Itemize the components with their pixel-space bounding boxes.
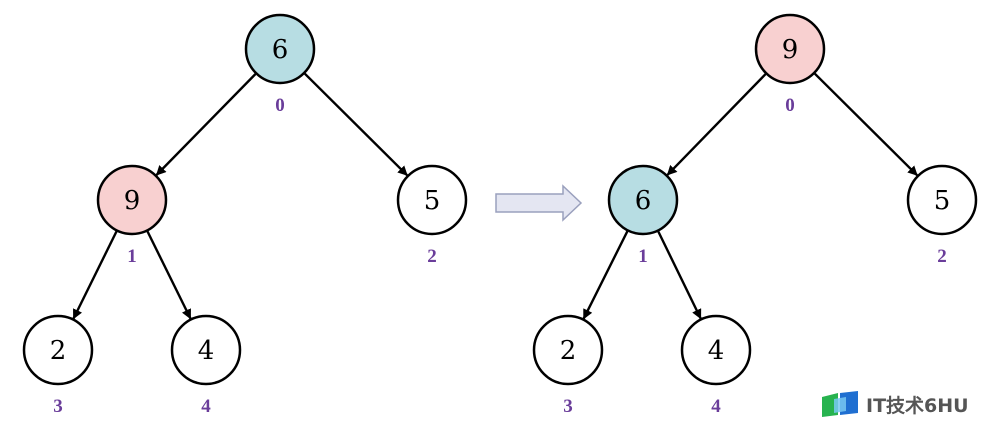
heap-node-index: 2 <box>937 246 947 267</box>
transition-arrow-icon <box>495 184 583 222</box>
tree-edge-arrow <box>72 230 118 320</box>
heap-node-index: 4 <box>711 396 721 417</box>
tree-edge-arrow <box>813 72 919 177</box>
heap-node-circle <box>532 314 604 386</box>
heap-node-value: 2 <box>560 336 577 366</box>
heap-node-value: 4 <box>198 336 215 366</box>
heap-node: 90 <box>754 13 826 116</box>
heap-node-circle <box>607 164 679 236</box>
heap-node-index: 4 <box>201 396 211 417</box>
heap-node-value: 6 <box>272 35 289 65</box>
tree-edge-arrow <box>582 230 629 320</box>
heap-node-index: 0 <box>275 95 285 116</box>
heap-node: 44 <box>170 314 242 417</box>
heap-node-index: 3 <box>53 396 63 417</box>
heap-node-value: 2 <box>50 336 67 366</box>
heap-node-circle <box>96 164 168 236</box>
heap-node-value: 9 <box>124 186 141 216</box>
heap-node-circle <box>170 314 242 386</box>
watermark: IT技术6HU <box>820 389 969 419</box>
tree-edge-arrow <box>666 73 767 176</box>
heap-node-circle <box>680 314 752 386</box>
watermark-text: IT技术6HU <box>866 394 969 417</box>
heap-node-circle <box>906 164 978 236</box>
tree-edge-arrow <box>155 73 257 176</box>
heap-node: 52 <box>906 164 978 267</box>
heap-node-circle <box>22 314 94 386</box>
heap-node-index: 1 <box>638 246 648 267</box>
heap-node: 23 <box>22 314 94 417</box>
heap-node: 61 <box>607 164 679 267</box>
heap-node-index: 1 <box>127 246 137 267</box>
blue-green-book-logo-icon <box>822 391 858 417</box>
heap-node-index: 3 <box>563 396 573 417</box>
heap-node-index: 0 <box>785 95 795 116</box>
tree-edge-arrow <box>146 230 192 320</box>
heap-node-value: 5 <box>934 186 951 216</box>
heap-node-circle <box>396 164 468 236</box>
heap-node: 91 <box>96 164 168 267</box>
heap-node-value: 5 <box>424 186 441 216</box>
heap-node-value: 4 <box>708 336 725 366</box>
heap-node: 52 <box>396 164 468 267</box>
tree-edge-arrow <box>303 72 409 177</box>
tree-edge-arrow <box>657 230 702 320</box>
heap-node-index: 2 <box>427 246 437 267</box>
heap-node-circle <box>754 13 826 85</box>
heap-node: 23 <box>532 314 604 417</box>
heap-node-circle <box>244 13 316 85</box>
heap-node-value: 6 <box>635 186 652 216</box>
heap-node: 44 <box>680 314 752 417</box>
heap-node: 60 <box>244 13 316 116</box>
heap-node-value: 9 <box>782 35 799 65</box>
